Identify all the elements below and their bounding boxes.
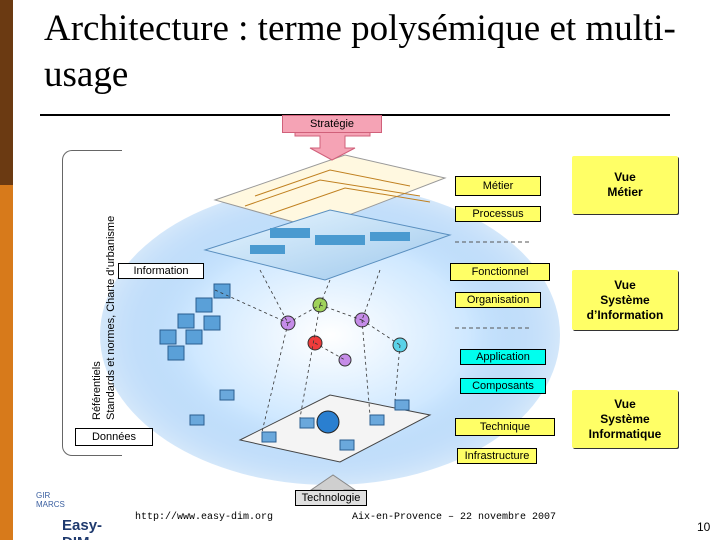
footer-place: Aix-en-Provence – 22 novembre 2007 (352, 512, 557, 523)
processus-label-box: Processus (455, 206, 541, 222)
composants-label-box: Composants (460, 378, 546, 394)
strategie-label: Stratégie (309, 117, 355, 130)
donnees-label: Données (91, 430, 137, 443)
connection-lines (214, 269, 401, 433)
infrastructure-label-box: Infrastructure (457, 448, 537, 464)
technique-label: Technique (479, 420, 531, 433)
vue-systeme-informatique-box: Vue Système Informatique (572, 390, 678, 448)
technologie-label: Technologie (301, 491, 361, 504)
fonctionnel-label-box: Fonctionnel (450, 263, 550, 281)
accent-bar-top (0, 0, 13, 185)
metier-label: Métier (482, 179, 514, 192)
diagram-glow (100, 185, 560, 485)
metier-label-box: Métier (455, 176, 541, 196)
accent-bar-bottom (0, 185, 13, 540)
metier-plane (213, 154, 447, 229)
application-label-box: Application (460, 349, 546, 365)
fonctionnel-plane-details (250, 228, 410, 254)
technique-label-box: Technique (455, 418, 555, 436)
globe-icon (316, 410, 340, 434)
technologie-label-box: Technologie (295, 490, 367, 506)
strategie-arrow-shape (294, 129, 371, 161)
page-title: Architecture : terme polysémique et mult… (44, 8, 676, 95)
metier-plane-details (244, 169, 431, 215)
footer-url: http://www.easy-dim.org (135, 512, 274, 523)
page-number: 10 (697, 520, 711, 534)
logo-main-text: Easy-DIM (62, 517, 103, 540)
information-stack (159, 283, 231, 361)
easy-dim-logo: GIR MARCS Easy-DIM (32, 487, 122, 540)
fonctionnel-label: Fonctionnel (471, 265, 529, 278)
organisation-label-box: Organisation (455, 292, 541, 308)
processus-label: Processus (472, 207, 524, 220)
referentiels-text: Référentiels Standards et normes, Charte… (91, 215, 117, 420)
organisation-label: Organisation (466, 293, 530, 306)
infrastructure-label: Infrastructure (464, 449, 530, 462)
application-label: Application (476, 350, 530, 363)
strategie-box: Stratégie (282, 115, 382, 133)
information-label: Information (133, 264, 189, 277)
infrastructure-devices (189, 389, 410, 451)
information-label-box: Information (118, 263, 204, 279)
left-accent-bar (0, 0, 13, 540)
logo-small-text: GIR MARCS (36, 491, 65, 509)
composants-label: Composants (472, 379, 534, 392)
donnees-label-box: Données (75, 428, 153, 446)
vue-systeme-information-box: Vue Système d’Information (572, 270, 678, 330)
vue-metier-box: Vue Métier (572, 156, 678, 214)
referentiels-panel (62, 150, 122, 456)
dashed-separators (455, 241, 530, 329)
